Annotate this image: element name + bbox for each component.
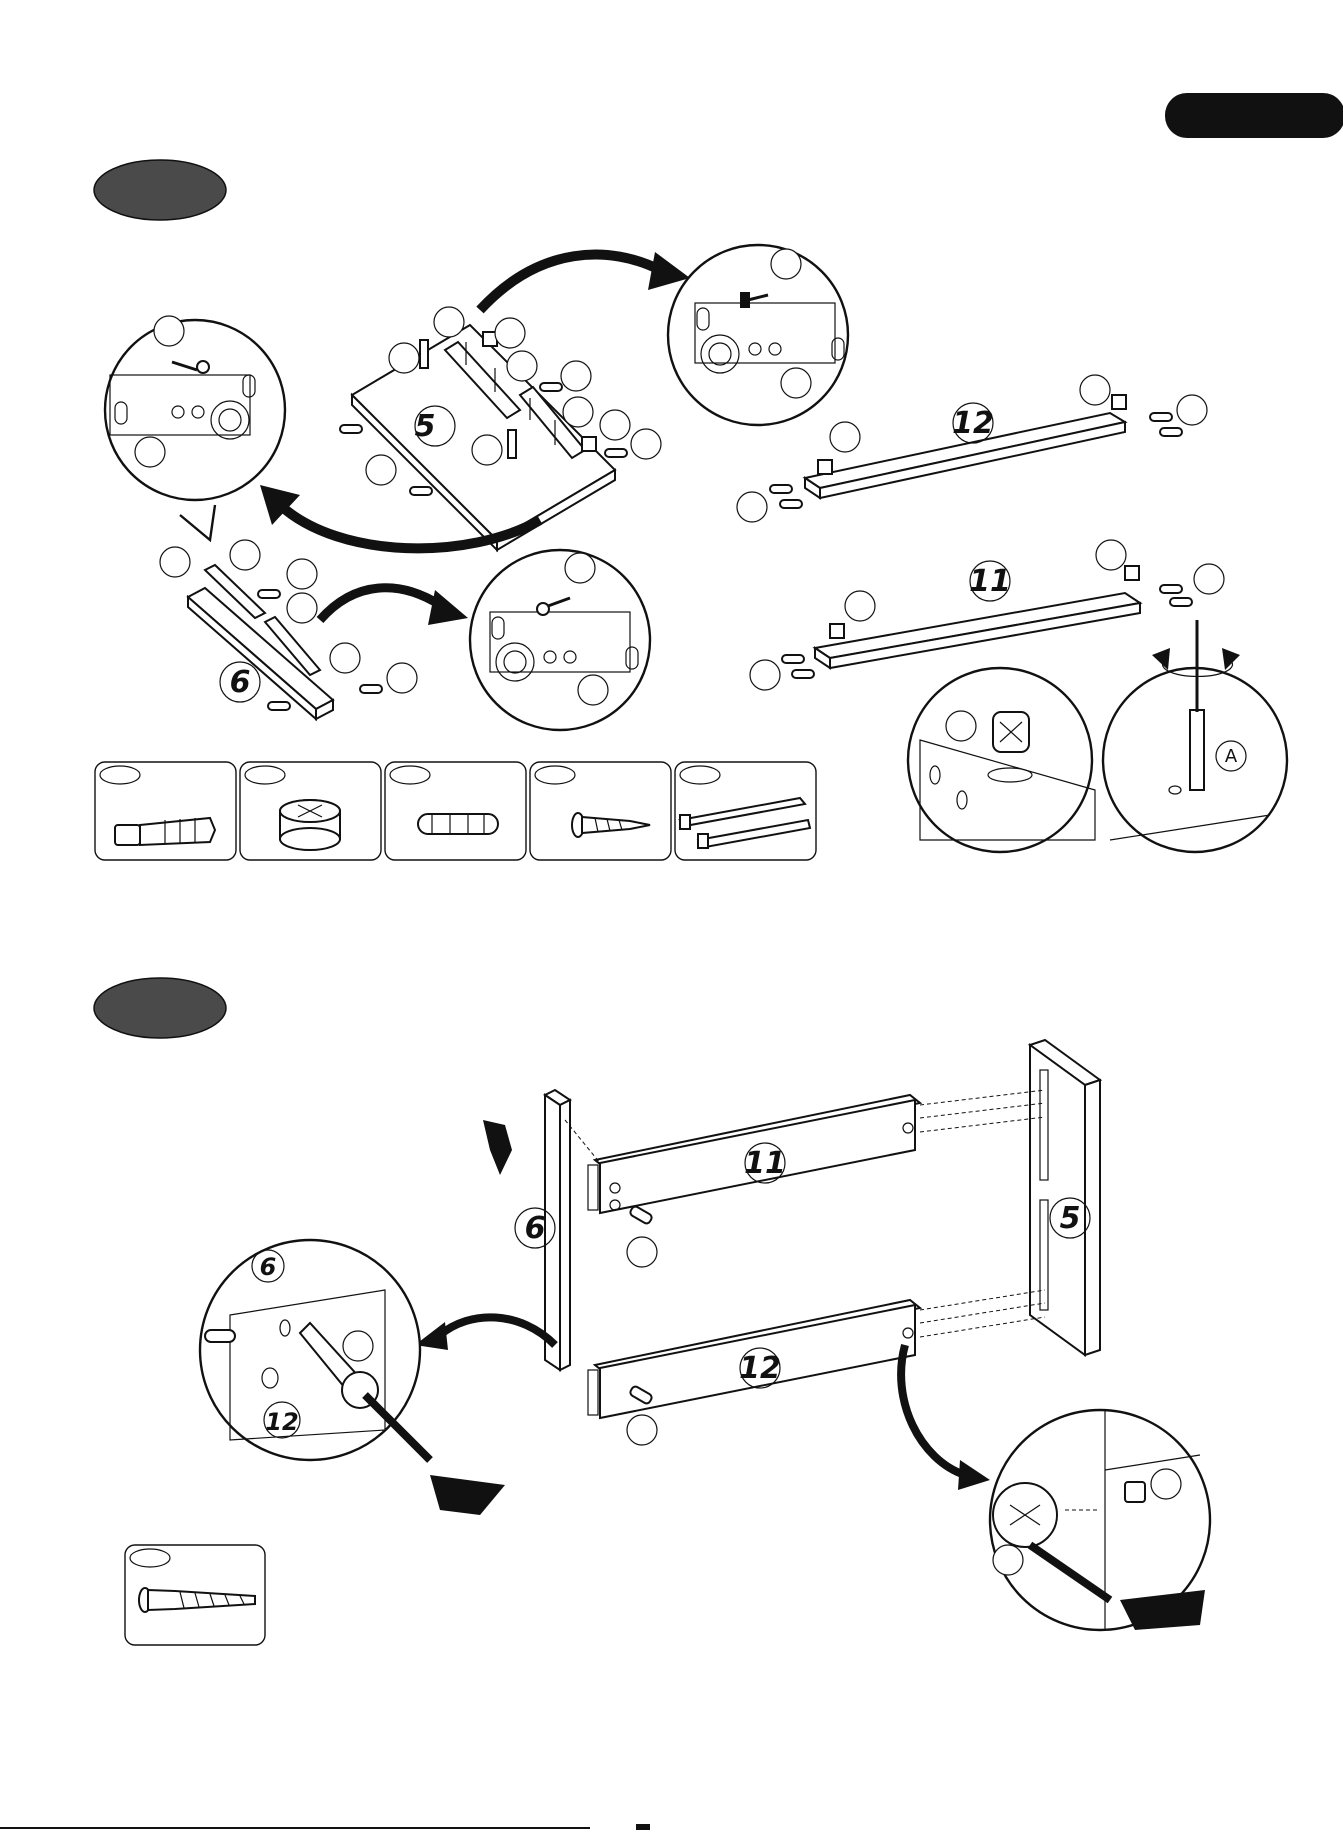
hardware-legend xyxy=(95,762,816,860)
zoom-cam-bolt-insert: A xyxy=(1103,620,1287,852)
panel-6: 6 xyxy=(188,565,382,719)
hardware-legend-step2 xyxy=(125,1545,265,1645)
arrow-to-zoom-top xyxy=(480,252,690,310)
zoom-detail-panel6-left xyxy=(105,316,285,540)
footer-rule xyxy=(0,1824,650,1830)
panel-5-step2: 5 xyxy=(1030,1040,1100,1355)
panel-11-step2: 11 xyxy=(588,1095,920,1213)
panel-12-number: 12 xyxy=(952,406,994,441)
screw-top xyxy=(627,1205,657,1267)
panel-11-step2-number: 11 xyxy=(744,1146,786,1181)
zoom-step2-left-num-6: 6 xyxy=(260,1253,277,1281)
arrow-to-zoom-step2-right xyxy=(901,1345,990,1490)
panel-12-step2: 12 xyxy=(588,1300,920,1418)
cam-lock-icon xyxy=(280,800,340,850)
panel-6-number: 6 xyxy=(230,665,251,700)
panel-11-step1: 11 xyxy=(750,540,1224,690)
zoom-detail-panel6-right xyxy=(470,550,650,730)
panel-6-step2: 6 xyxy=(515,1090,570,1370)
wood-dowel-icon xyxy=(418,814,498,834)
panel-5-step2-number: 5 xyxy=(1060,1201,1081,1236)
push-arrow-panel6 xyxy=(483,1120,512,1175)
panel-6-step2-number: 6 xyxy=(525,1211,546,1246)
arrow-to-zoom-step2-left xyxy=(415,1317,555,1350)
zoom-step2-left-num-12: 12 xyxy=(265,1408,298,1436)
zoom-step2-left: 6 12 xyxy=(200,1240,505,1515)
corner-tab xyxy=(1165,93,1343,138)
zoom-detail-panel5 xyxy=(668,245,848,425)
label-a: A xyxy=(1225,746,1238,767)
panel-11-number: 11 xyxy=(969,564,1011,599)
dashed-guides-bottom xyxy=(920,1290,1045,1337)
step-badge-1 xyxy=(94,160,226,220)
step-badge-2 xyxy=(94,978,226,1038)
panel-5-number: 5 xyxy=(415,409,436,444)
zoom-step2-right xyxy=(990,1410,1210,1630)
panel-12-step2-number: 12 xyxy=(739,1351,781,1386)
arrow-to-zoom-bottom xyxy=(320,588,468,625)
zoom-cam-lock-insert xyxy=(908,668,1095,852)
